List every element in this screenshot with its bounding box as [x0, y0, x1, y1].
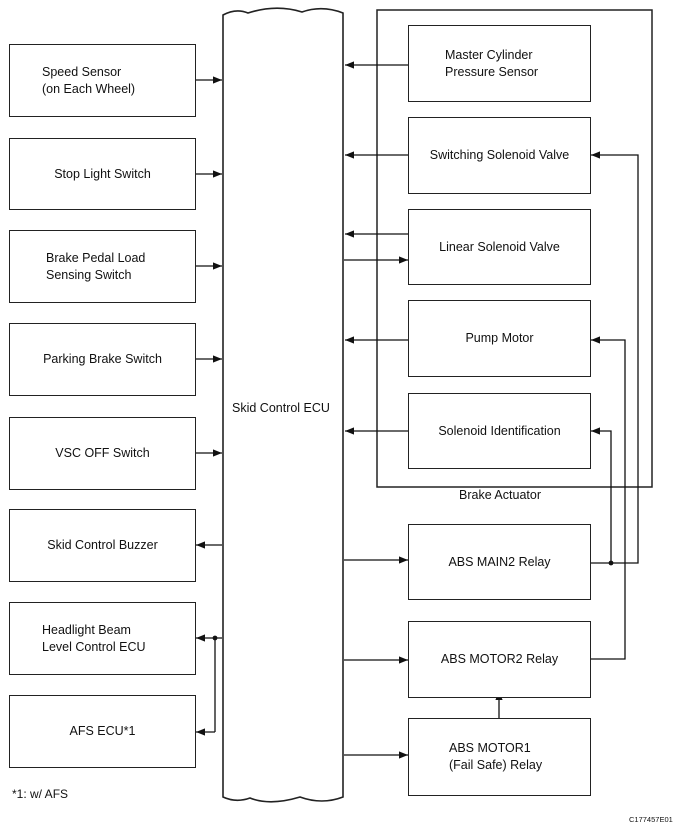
skid-control-buzzer-box: Skid Control Buzzer — [9, 509, 196, 582]
brake-actuator-label: Brake Actuator — [459, 488, 541, 502]
footnote: *1: w/ AFS — [12, 787, 69, 801]
skid-control-buzzer-label: Skid Control Buzzer — [47, 538, 158, 552]
switching-solenoid-valve-box: Switching Solenoid Valve — [408, 117, 591, 194]
ecu-outline — [222, 7, 344, 803]
stop-light-switch-box: Stop Light Switch — [9, 138, 196, 210]
vsc-off-switch-label: VSC OFF Switch — [55, 446, 150, 460]
headlight-beam-level-control-ecu-label: Headlight Beam Level Control ECU — [42, 622, 146, 654]
abs-motor2-relay-box: ABS MOTOR2 Relay — [408, 621, 591, 698]
afs-ecu-box: AFS ECU*1 — [9, 695, 196, 768]
abs-main2-relay-box: ABS MAIN2 Relay — [408, 524, 591, 600]
stop-light-switch-label: Stop Light Switch — [54, 166, 151, 181]
vsc-off-switch-box: VSC OFF Switch — [9, 417, 196, 490]
parking-brake-switch-label: Parking Brake Switch — [43, 352, 162, 366]
abs-motor1-relay-box: ABS MOTOR1 (Fail Safe) Relay — [408, 718, 591, 796]
brake-pedal-load-sensing-switch-box: Brake Pedal Load Sensing Switch — [9, 230, 196, 303]
master-cylinder-pressure-sensor-label: Master Cylinder Pressure Sensor — [445, 47, 539, 79]
pump-motor-box: Pump Motor — [408, 300, 591, 377]
pump-motor-label: Pump Motor — [465, 331, 534, 345]
switching-solenoid-valve-label: Switching Solenoid Valve — [429, 148, 570, 162]
figure-code: C177457E01 — [629, 815, 673, 824]
abs-main2-relay-label: ABS MAIN2 Relay — [448, 554, 551, 569]
speed-sensor-box: Speed Sensor (on Each Wheel) — [9, 44, 196, 117]
abs-motor2-relay-label: ABS MOTOR2 Relay — [440, 652, 559, 666]
solenoid-identification-box: Solenoid Identification — [408, 393, 591, 469]
afs-ecu-label: AFS ECU*1 — [69, 724, 136, 738]
linear-solenoid-valve-box: Linear Solenoid Valve — [408, 209, 591, 285]
headlight-beam-level-control-ecu-box: Headlight Beam Level Control ECU — [9, 602, 196, 675]
linear-solenoid-valve-label: Linear Solenoid Valve — [439, 239, 560, 254]
parking-brake-switch-box: Parking Brake Switch — [9, 323, 196, 396]
skid-control-ecu-label: Skid Control ECU — [232, 401, 330, 415]
brake-pedal-load-sensing-switch-label: Brake Pedal Load Sensing Switch — [46, 250, 146, 282]
speed-sensor-label: Speed Sensor (on Each Wheel) — [42, 64, 136, 96]
master-cylinder-pressure-sensor-box: Master Cylinder Pressure Sensor — [408, 25, 591, 102]
solenoid-identification-label: Solenoid Identification — [438, 423, 561, 438]
abs-motor1-relay-label: ABS MOTOR1 (Fail Safe) Relay — [449, 741, 543, 772]
brake-actuator-frame — [376, 9, 653, 488]
